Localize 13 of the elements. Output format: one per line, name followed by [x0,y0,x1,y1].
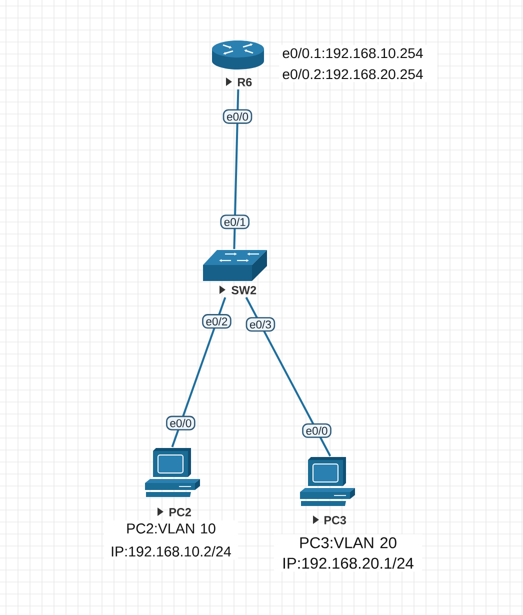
port-label: e0/1 [220,214,250,230]
port-label: e0/0 [302,423,332,438]
port-label: e0/0 [166,416,196,430]
device-label: SW2 [232,286,256,294]
port-label: e0/0 [222,109,252,124]
annotation-text: e0/0.1:192.168.10.254 e0/0.2:192.168.20.254 [279,44,438,82]
device-label: PC3 [324,516,346,524]
annotation-text: PC3:VLAN 20 IP:192.168.20.1/24 [274,534,422,572]
port-label: e0/2 [202,314,232,329]
device-label: R6 [238,78,252,86]
port-label: e0/3 [246,317,276,332]
device-label: PC2 [169,508,191,516]
annotation-text: PC2:VLAN 10 IP:192.168.10.2/24 [104,520,238,560]
